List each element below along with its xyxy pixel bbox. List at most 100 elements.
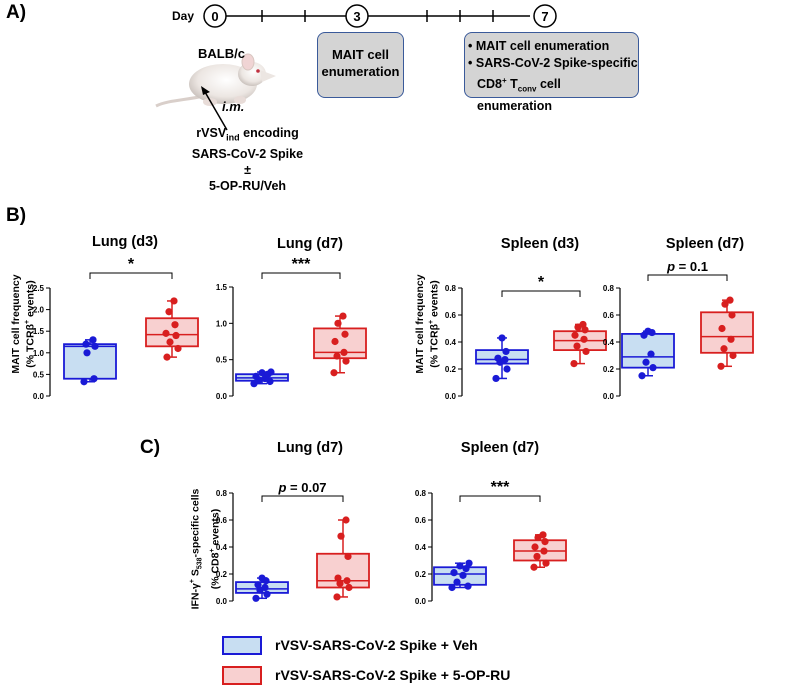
data-point (258, 574, 266, 582)
significance-label: * (128, 256, 135, 273)
data-point (501, 355, 509, 364)
y-tick-label: 0.0 (33, 392, 45, 401)
y-tick-label: 0.8 (445, 284, 457, 293)
data-point (252, 594, 260, 602)
data-point (582, 347, 590, 356)
data-point (453, 578, 461, 586)
data-point (267, 368, 275, 376)
day7-cd8: CD8 (477, 77, 503, 92)
data-point (341, 330, 349, 338)
data-point (82, 340, 90, 348)
legend-swatch-5-op-ru (222, 666, 262, 685)
p-value: = 0.1 (675, 259, 708, 274)
significance-bracket (459, 495, 541, 502)
data-point (579, 320, 587, 329)
y-tick-label: 0.2 (415, 570, 427, 579)
y-tick-label: 0.4 (415, 543, 427, 552)
chart-spleen-d3: 0.00.20.40.60.8* (445, 274, 607, 401)
data-point (459, 571, 467, 579)
chart-c-spleen-d7: 0.00.20.40.60.8*** (415, 479, 567, 606)
panel-a-letter: A) (6, 2, 27, 23)
data-point (718, 324, 726, 333)
data-point (336, 579, 344, 588)
legend-label-veh: rVSV-SARS-CoV-2 Spike + Veh (275, 637, 478, 653)
data-point (174, 344, 182, 353)
significance-bracket (501, 290, 581, 297)
day3-assay-box: MAIT cell enumeration (317, 32, 404, 98)
bullet: • (468, 56, 473, 70)
ylabel-c-mid: S (189, 569, 202, 580)
data-point (503, 365, 511, 373)
day-3-marker (345, 4, 369, 28)
chart-title-lung-d3: Lung (d3) (91, 234, 159, 250)
data-point (721, 300, 729, 308)
data-point (531, 543, 539, 551)
data-point (571, 331, 579, 339)
y-tick-label: 0.8 (415, 489, 427, 498)
data-point (570, 360, 578, 368)
data-point (163, 353, 171, 361)
treatment-plusminus: ± (244, 162, 251, 177)
data-point (254, 581, 262, 589)
treatment-compound: 5-OP-RU/Veh (208, 178, 287, 193)
data-point (261, 583, 269, 592)
panel-b-letter: B) (6, 205, 27, 226)
data-point (89, 336, 97, 344)
data-point (647, 350, 655, 358)
data-point (331, 337, 339, 346)
data-point (539, 531, 547, 539)
data-point (456, 562, 464, 570)
data-point (166, 338, 174, 346)
y-tick-label: 1.5 (216, 283, 228, 292)
data-point (642, 358, 650, 366)
data-point (726, 296, 734, 304)
chart-spleen-d7: 0.00.20.40.60.8p = 0.1 (603, 259, 754, 401)
data-point (162, 329, 170, 337)
day7-assay-box: • MAIT cell enumeration • SARS-CoV-2 Spi… (464, 32, 639, 113)
data-point (342, 516, 350, 524)
y-tick-label: 0.2 (603, 365, 615, 374)
data-point (450, 569, 458, 577)
p-value: = 0.07 (286, 480, 326, 495)
data-point (581, 326, 589, 334)
data-point (465, 559, 473, 567)
legend-label-5-op-ru: rVSV-SARS-CoV-2 Spike + 5-OP-RU (275, 667, 511, 683)
data-point (541, 538, 549, 546)
significance-label: *** (491, 479, 510, 496)
y-tick-label: 0.5 (216, 356, 228, 365)
data-point (171, 321, 179, 329)
data-point (258, 369, 266, 377)
chart-title-c-spleen-d7: Spleen (d7) (460, 440, 540, 456)
chart-title-spleen-d7: Spleen (d7) (665, 236, 745, 252)
y-tick-label: 0.2 (216, 570, 228, 579)
data-point (165, 308, 173, 316)
y-tick-label: 0.5 (33, 370, 45, 379)
y-tick-label: 0.6 (445, 311, 457, 320)
day-0-marker (203, 4, 227, 28)
data-point (644, 327, 652, 335)
ylabel-c-post: -specific cells (189, 488, 202, 558)
y-tick-label: 0.8 (216, 489, 228, 498)
ylabel-c-pre: IFN-γ (189, 583, 202, 610)
y-tick-label: 1.5 (33, 327, 45, 336)
significance-label: p = 0.1 (666, 259, 708, 274)
data-point (263, 590, 271, 598)
y-tick-label: 2.0 (33, 306, 45, 315)
significance-label: *** (292, 256, 311, 273)
data-point (649, 364, 657, 372)
box-iqr (313, 327, 367, 360)
data-point (540, 547, 548, 555)
chart-title-lung-d7: Lung (d7) (276, 236, 344, 252)
day-3-label: 3 (353, 9, 360, 24)
y-tick-label: 0.8 (603, 284, 615, 293)
treatment-label: rVSVind encoding SARS-CoV-2 Spike ± 5-OP… (190, 125, 305, 194)
data-point (502, 347, 510, 356)
bullet: • (468, 39, 473, 53)
treatment-encoding: encoding (239, 126, 299, 140)
significance-label: p = 0.07 (277, 480, 326, 495)
significance-label: * (538, 274, 545, 291)
day-7-marker (533, 4, 557, 28)
day-0-label: 0 (211, 9, 218, 24)
significance-bracket (647, 274, 728, 281)
data-point (533, 552, 541, 561)
